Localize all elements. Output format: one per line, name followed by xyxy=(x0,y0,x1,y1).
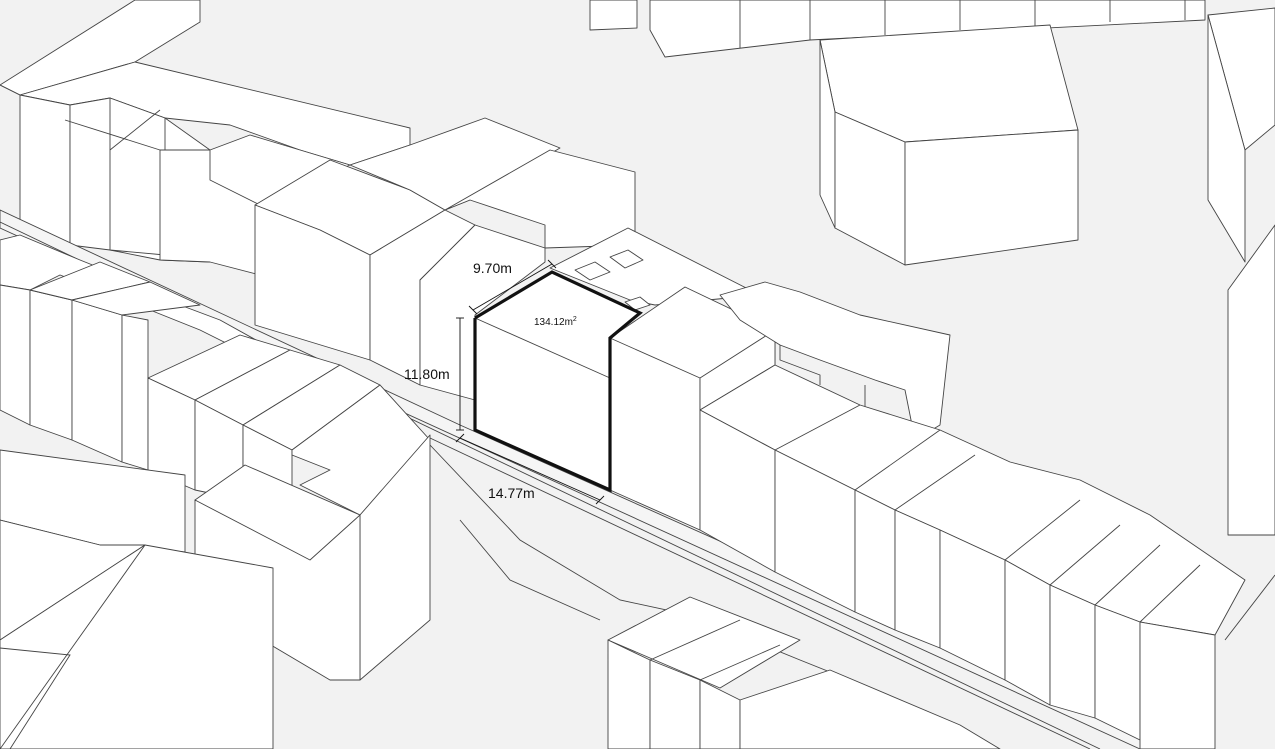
depth-dimension-label: 14.77m xyxy=(488,485,535,501)
width-dimension-label: 9.70m xyxy=(473,260,512,276)
block-top-left xyxy=(0,0,636,401)
height-dimension-label: 11.80m xyxy=(404,366,450,382)
block-lower-left xyxy=(0,234,431,681)
block-bottom-centre xyxy=(607,596,1001,749)
site-courtyard xyxy=(549,227,761,311)
dimension-lines xyxy=(455,259,605,505)
site-boundary-outline xyxy=(473,270,643,493)
block-bottom-left xyxy=(0,449,274,749)
block-lower-right xyxy=(699,364,1246,749)
site-outline xyxy=(473,270,643,493)
site-area-label: 134.12m2 xyxy=(534,316,577,328)
block-tall-neighbour xyxy=(609,286,776,531)
site-area-value: 134.12m xyxy=(534,317,573,328)
block-top-right xyxy=(589,0,1275,641)
site-area-unit-superscript: 2 xyxy=(573,316,577,323)
dimension-line-depth xyxy=(459,437,601,501)
dimension-line-width xyxy=(472,263,553,311)
